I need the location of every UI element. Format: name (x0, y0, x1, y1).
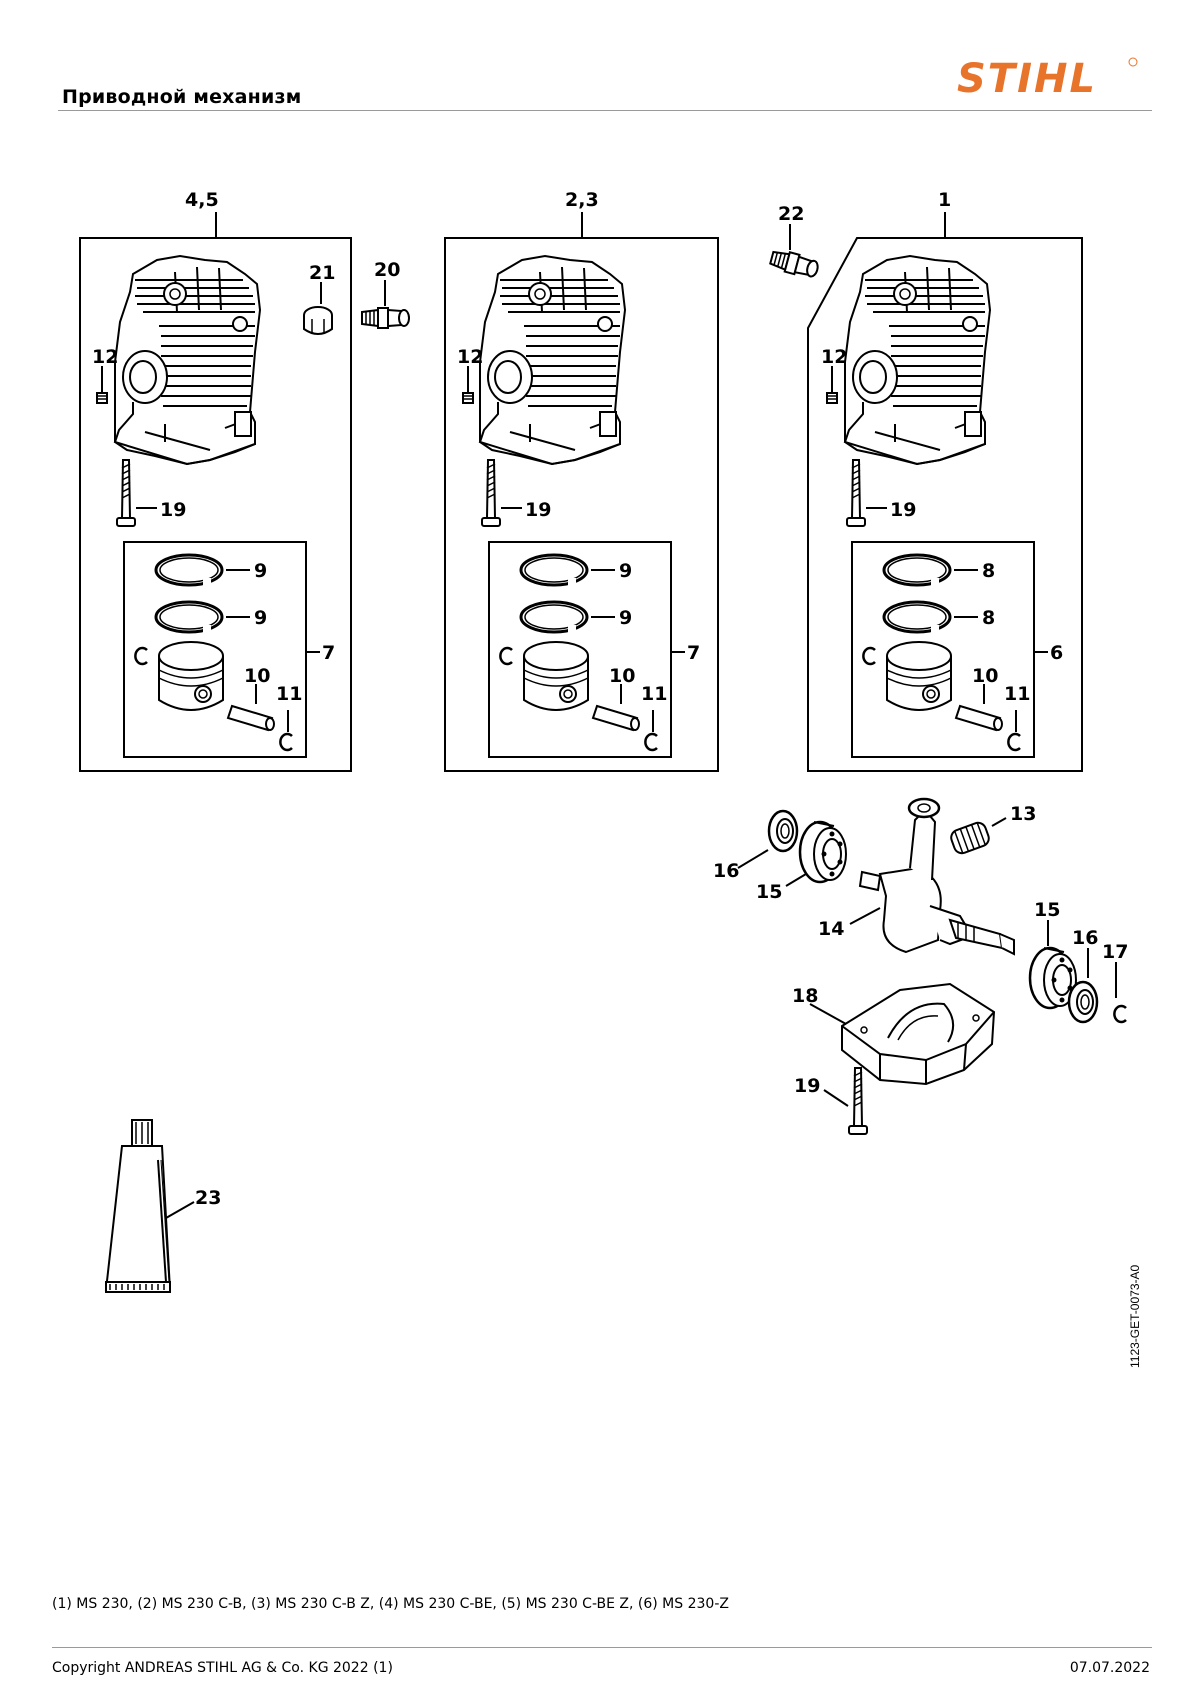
label-1: 1 (938, 189, 951, 211)
label-11: 11 (641, 683, 667, 705)
crankcase-half: 18 19 (792, 982, 996, 1135)
label-21: 21 (309, 262, 335, 284)
label-2-3: 2,3 (565, 189, 599, 211)
header-divider (58, 110, 1152, 111)
label-8: 8 (982, 607, 995, 629)
label-9: 9 (254, 560, 267, 582)
label-13: 13 (1010, 803, 1036, 825)
label-18: 18 (792, 985, 818, 1007)
label-8: 8 (982, 560, 995, 582)
label-16: 16 (713, 860, 739, 882)
label-9: 9 (254, 607, 267, 629)
label-9: 9 (619, 607, 632, 629)
label-19: 19 (160, 499, 186, 521)
label-20: 20 (374, 259, 400, 281)
label-12: 12 (457, 346, 483, 368)
label-11: 11 (1004, 683, 1030, 705)
label-15: 15 (756, 881, 782, 903)
document-date: 07.07.2022 (1069, 1660, 1150, 1676)
cylinder-drawing (479, 255, 626, 465)
assembly-box-4-5: 4,5 12 19 21 20 9 9 10 11 7 (79, 189, 410, 772)
label-7: 7 (687, 642, 700, 664)
copyright: Copyright ANDREAS STIHL AG & Co. KG 2022… (52, 1660, 393, 1676)
crankshaft-group: 16 15 14 13 15 16 17 (713, 797, 1128, 1024)
cylinder-drawing (114, 255, 261, 465)
label-19: 19 (794, 1075, 820, 1097)
label-15: 15 (1034, 899, 1060, 921)
label-17: 17 (1102, 941, 1128, 963)
label-23: 23 (195, 1187, 221, 1209)
label-7: 7 (322, 642, 335, 664)
label-11: 11 (276, 683, 302, 705)
model-legend: (1) MS 230, (2) MS 230 C-B, (3) MS 230 C… (52, 1596, 729, 1612)
label-4-5: 4,5 (185, 189, 219, 211)
label-10: 10 (244, 665, 270, 687)
label-14: 14 (818, 918, 844, 940)
drawing-code: 1123-GET-0073-A0 (1128, 1264, 1142, 1368)
assembly-box-1: 1 22 12 19 8 8 10 11 6 (768, 189, 1083, 772)
label-6: 6 (1050, 642, 1063, 664)
label-19: 19 (890, 499, 916, 521)
grease-tube: 23 (104, 1119, 221, 1293)
label-10: 10 (972, 665, 998, 687)
stihl-logo: STIHL (957, 56, 1138, 102)
label-10: 10 (609, 665, 635, 687)
label-22: 22 (778, 203, 804, 225)
assembly-box-2-3: 2,3 12 19 9 9 10 11 7 (444, 189, 719, 772)
label-12: 12 (821, 346, 847, 368)
label-12: 12 (92, 346, 118, 368)
page-title: Приводной механизм (62, 86, 302, 108)
footer-divider (52, 1647, 1152, 1648)
stihl-logo-text: STIHL (957, 56, 1097, 102)
label-19: 19 (525, 499, 551, 521)
label-16: 16 (1072, 927, 1098, 949)
cylinder-drawing (844, 255, 991, 465)
label-9: 9 (619, 560, 632, 582)
